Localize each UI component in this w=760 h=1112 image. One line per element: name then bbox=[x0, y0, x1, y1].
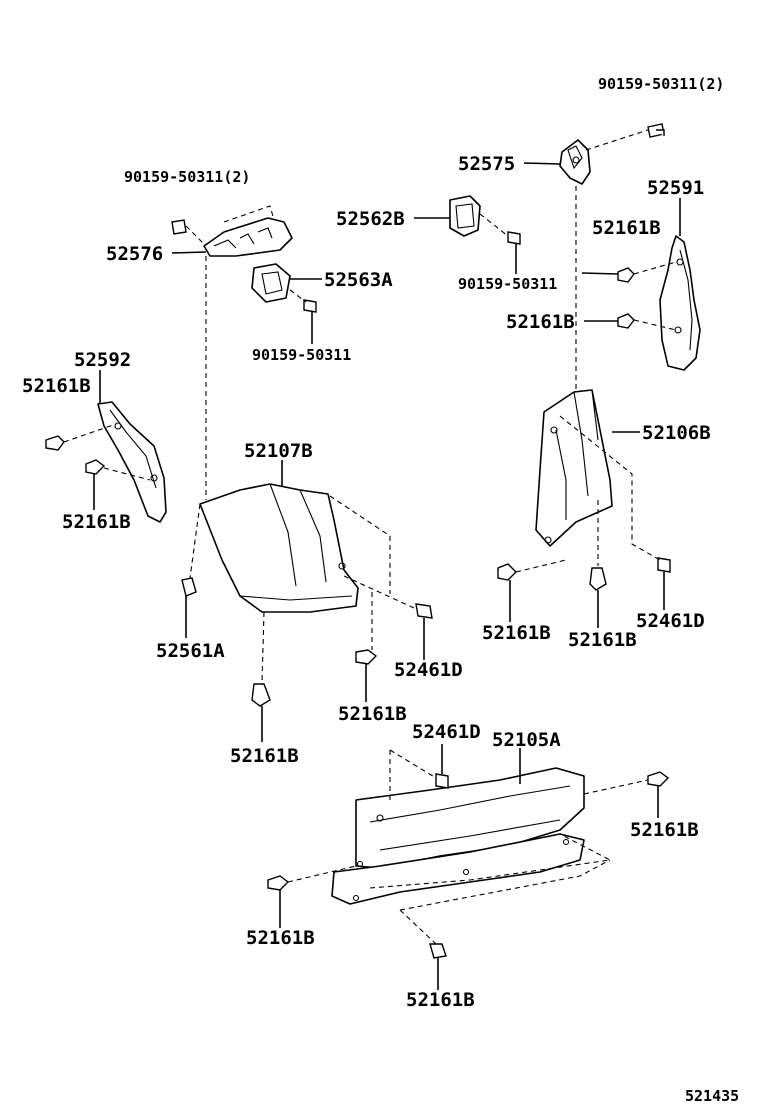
part-52562b-block bbox=[449, 195, 481, 237]
label-52592: 52592 bbox=[74, 349, 131, 371]
label-90159-50311-mid: 90159-50311 bbox=[458, 275, 557, 293]
part-52107b-bumper-corner bbox=[199, 483, 359, 613]
clip-52161b-l2 bbox=[85, 459, 106, 475]
part-52105a-bumper-center bbox=[331, 767, 585, 905]
label-90159-50311-lower-left: 90159-50311 bbox=[252, 346, 351, 364]
clip-52161b-c1 bbox=[647, 771, 670, 787]
label-52562b: 52562B bbox=[336, 208, 405, 230]
label-52161b-r2: 52161B bbox=[506, 311, 575, 333]
label-52563a: 52563A bbox=[324, 269, 393, 291]
label-52161b-c3: 52161B bbox=[406, 989, 475, 1011]
label-52105a: 52105A bbox=[492, 729, 561, 751]
label-52575: 52575 bbox=[458, 153, 515, 175]
label-52576: 52576 bbox=[106, 243, 163, 265]
label-52161b-r3: 52161B bbox=[482, 622, 551, 644]
bolt-90159-lower-left bbox=[303, 299, 317, 313]
clip-52161b-r3 bbox=[497, 563, 517, 581]
clip-52561a bbox=[181, 577, 197, 597]
clip-52161b-l4 bbox=[355, 649, 378, 665]
bolt-90159-left bbox=[171, 219, 187, 235]
part-52591-mudguard bbox=[659, 235, 701, 371]
clip-52161b-r2 bbox=[617, 313, 635, 329]
clip-52161b-r4 bbox=[589, 567, 607, 591]
label-90159-50311-2-top-right: 90159-50311(2) bbox=[598, 75, 724, 93]
leader-lines bbox=[93, 162, 681, 990]
part-52563a-block bbox=[251, 263, 291, 303]
label-52461d-r: 52461D bbox=[636, 610, 705, 632]
part-52575-bracket bbox=[559, 139, 591, 185]
label-52161b-l2: 52161B bbox=[62, 511, 131, 533]
diagram-number: 521435 bbox=[685, 1087, 739, 1105]
clip-52161b-l3 bbox=[251, 683, 271, 707]
part-labels: 90159-50311(2) 52575 52591 90159-50311(2… bbox=[22, 75, 739, 1105]
part-52106b-bumper-corner bbox=[535, 389, 613, 547]
label-52561a: 52561A bbox=[156, 640, 225, 662]
bolt-90159-top-right bbox=[647, 123, 665, 138]
clip-52161b-c2 bbox=[267, 875, 290, 891]
label-52161b-l1: 52161B bbox=[22, 375, 91, 397]
bolt-90159-mid bbox=[507, 231, 521, 245]
part-52576-bracket bbox=[203, 217, 293, 257]
part-52592-mudguard bbox=[97, 401, 167, 523]
clip-52161b-l1 bbox=[45, 435, 65, 451]
clip-52161b-r1 bbox=[617, 267, 635, 283]
label-52161b-l3: 52161B bbox=[230, 745, 299, 767]
label-52161b-r4: 52161B bbox=[568, 629, 637, 651]
label-52106b: 52106B bbox=[642, 422, 711, 444]
label-90159-50311-2-left: 90159-50311(2) bbox=[124, 168, 250, 186]
label-52461d-l: 52461D bbox=[394, 659, 463, 681]
label-52591: 52591 bbox=[647, 177, 704, 199]
bolt-52461d-r bbox=[657, 557, 671, 573]
label-52161b-c1: 52161B bbox=[630, 819, 699, 841]
label-52161b-l4: 52161B bbox=[338, 703, 407, 725]
label-52107b: 52107B bbox=[244, 440, 313, 462]
clip-52161b-c3 bbox=[429, 943, 447, 959]
bolt-52461d-l bbox=[415, 603, 433, 619]
alignment-lines bbox=[63, 129, 677, 945]
label-52161b-c2: 52161B bbox=[246, 927, 315, 949]
bolt-52461d-c bbox=[435, 773, 449, 789]
label-52161b-r1: 52161B bbox=[592, 217, 661, 239]
label-52461d-c: 52461D bbox=[412, 721, 481, 743]
